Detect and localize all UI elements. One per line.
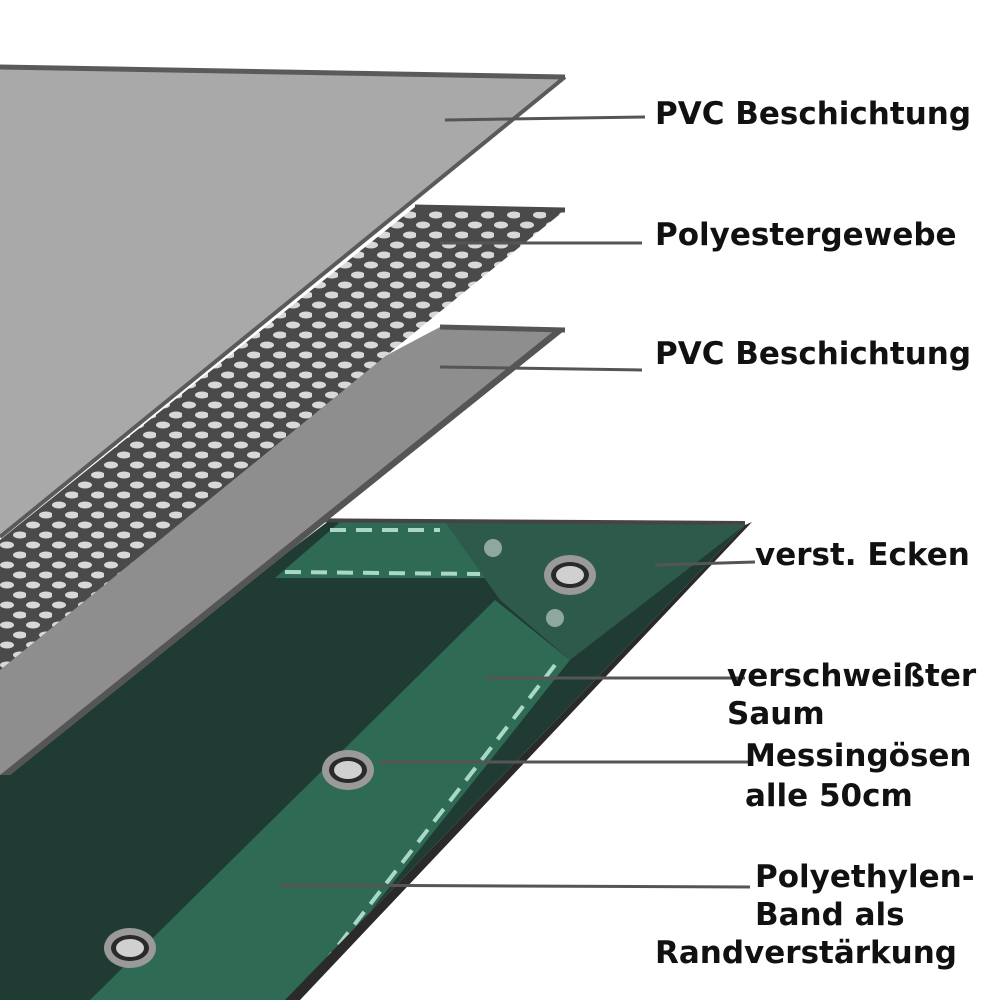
polyester-mesh-layer	[0, 204, 566, 670]
label-messingoesen: Messingösen alle 50cm	[745, 738, 972, 814]
eyelet-icon	[104, 928, 156, 968]
stitch-line-hem	[298, 663, 557, 997]
leader-corners	[654, 560, 756, 567]
green-tarp-layer	[0, 518, 752, 1000]
rivet-icon	[546, 609, 564, 627]
rivet-icon	[484, 539, 502, 557]
corner-patch	[275, 522, 485, 578]
label-pvc-top: PVC Beschichtung	[655, 96, 972, 132]
eyelet-icon	[544, 555, 596, 595]
pvc-top-layer	[0, 64, 567, 539]
eyelet-icon	[322, 750, 374, 790]
leader-band	[279, 883, 751, 889]
hem-band	[90, 600, 570, 1000]
pvc-bottom-layer	[0, 324, 566, 775]
leader-pvc-top	[444, 115, 646, 122]
reinforced-corner	[445, 522, 745, 660]
label-verschweisster-saum: verschweißter Saum	[727, 658, 977, 732]
stitch-line-corner-1	[284, 570, 481, 576]
label-polyestergewebe: Polyestergewebe	[655, 217, 957, 253]
tarp-top-edge	[269, 518, 746, 525]
label-polyethylen-band: Polyethylen- Band als Randverstärkung	[655, 859, 975, 971]
leader-lines	[279, 115, 756, 889]
label-verst-ecken: verst. Ecken	[755, 537, 970, 573]
leader-pvc-bottom	[439, 365, 643, 372]
label-pvc-bottom: PVC Beschichtung	[655, 336, 972, 372]
